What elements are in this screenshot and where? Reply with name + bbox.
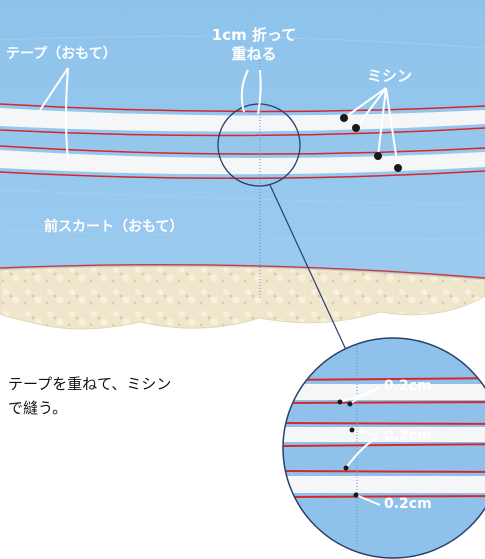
fabric-skirt (0, 0, 485, 292)
tape-strip-upper (0, 108, 485, 132)
stitch-pointers (343, 87, 399, 169)
fold-pointer-1 (240, 69, 249, 113)
tape-pointer-2 (65, 67, 69, 161)
label-fold-overlap: 1cm 折って 重ねる (204, 26, 304, 64)
tape-strip-lower (0, 150, 485, 175)
zoom-magnifier (283, 338, 485, 558)
zoom-connector-1 (269, 184, 348, 353)
lace-trim (0, 266, 485, 330)
measurement-label-3: 0.2cm (384, 496, 432, 512)
zoom-frame (282, 337, 485, 559)
label-fold-line1: 1cm 折って (211, 26, 297, 44)
stitch-pointer-dots (340, 114, 402, 172)
label-front-skirt: 前スカート（おもて） (44, 219, 184, 235)
tape-pointer-1 (39, 67, 69, 111)
fold-pointer-2 (257, 69, 262, 115)
caption-line1: テープを重ねて、ミシン (8, 375, 172, 393)
label-fold-line2: 重ねる (231, 45, 277, 63)
hem-line (0, 263, 485, 279)
label-machine-stitch: ミシン (367, 67, 413, 85)
label-tape-front: テープ（おもて） (6, 46, 117, 62)
measurement-label-1: 0.2cm (384, 378, 432, 394)
measurement-label-2: 0.2cm (384, 428, 432, 444)
caption-line2: で縫う。 (8, 399, 68, 417)
fabric-texture (0, 35, 485, 241)
instruction-caption: テープを重ねて、ミシン で縫う。 (8, 372, 171, 420)
